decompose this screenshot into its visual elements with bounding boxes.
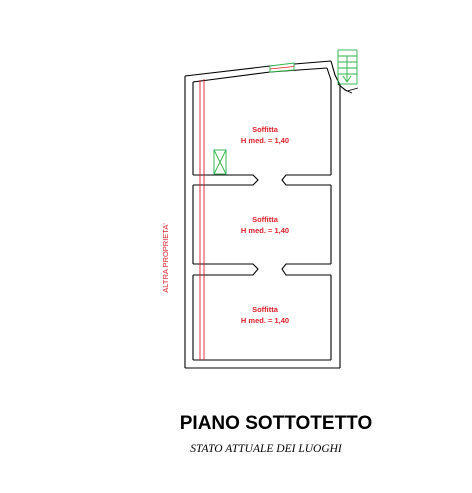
room-1-height: H med. = 1,40 — [241, 136, 289, 145]
outer-walls — [184, 60, 341, 369]
room-3-name: Soffitta — [252, 305, 279, 314]
boundary-label: ALTRA PROPRIETA' — [161, 223, 170, 293]
skylight — [269, 62, 295, 73]
plan-title: PIANO SOTTOTETTO — [179, 413, 373, 434]
room-2-name: Soffitta — [252, 215, 279, 224]
room-3-height: H med. = 1,40 — [241, 316, 289, 325]
room-2-height: H med. = 1,40 — [241, 226, 289, 235]
partition-walls — [193, 174, 331, 276]
plan-subtitle: STATO ATTUALE DEI LUOGHI — [190, 443, 342, 455]
stair-landing — [337, 83, 359, 94]
vent-box — [213, 149, 227, 175]
property-boundary — [199, 79, 205, 360]
stair-symbol — [337, 49, 358, 85]
room-1-name: Soffitta — [252, 125, 279, 134]
